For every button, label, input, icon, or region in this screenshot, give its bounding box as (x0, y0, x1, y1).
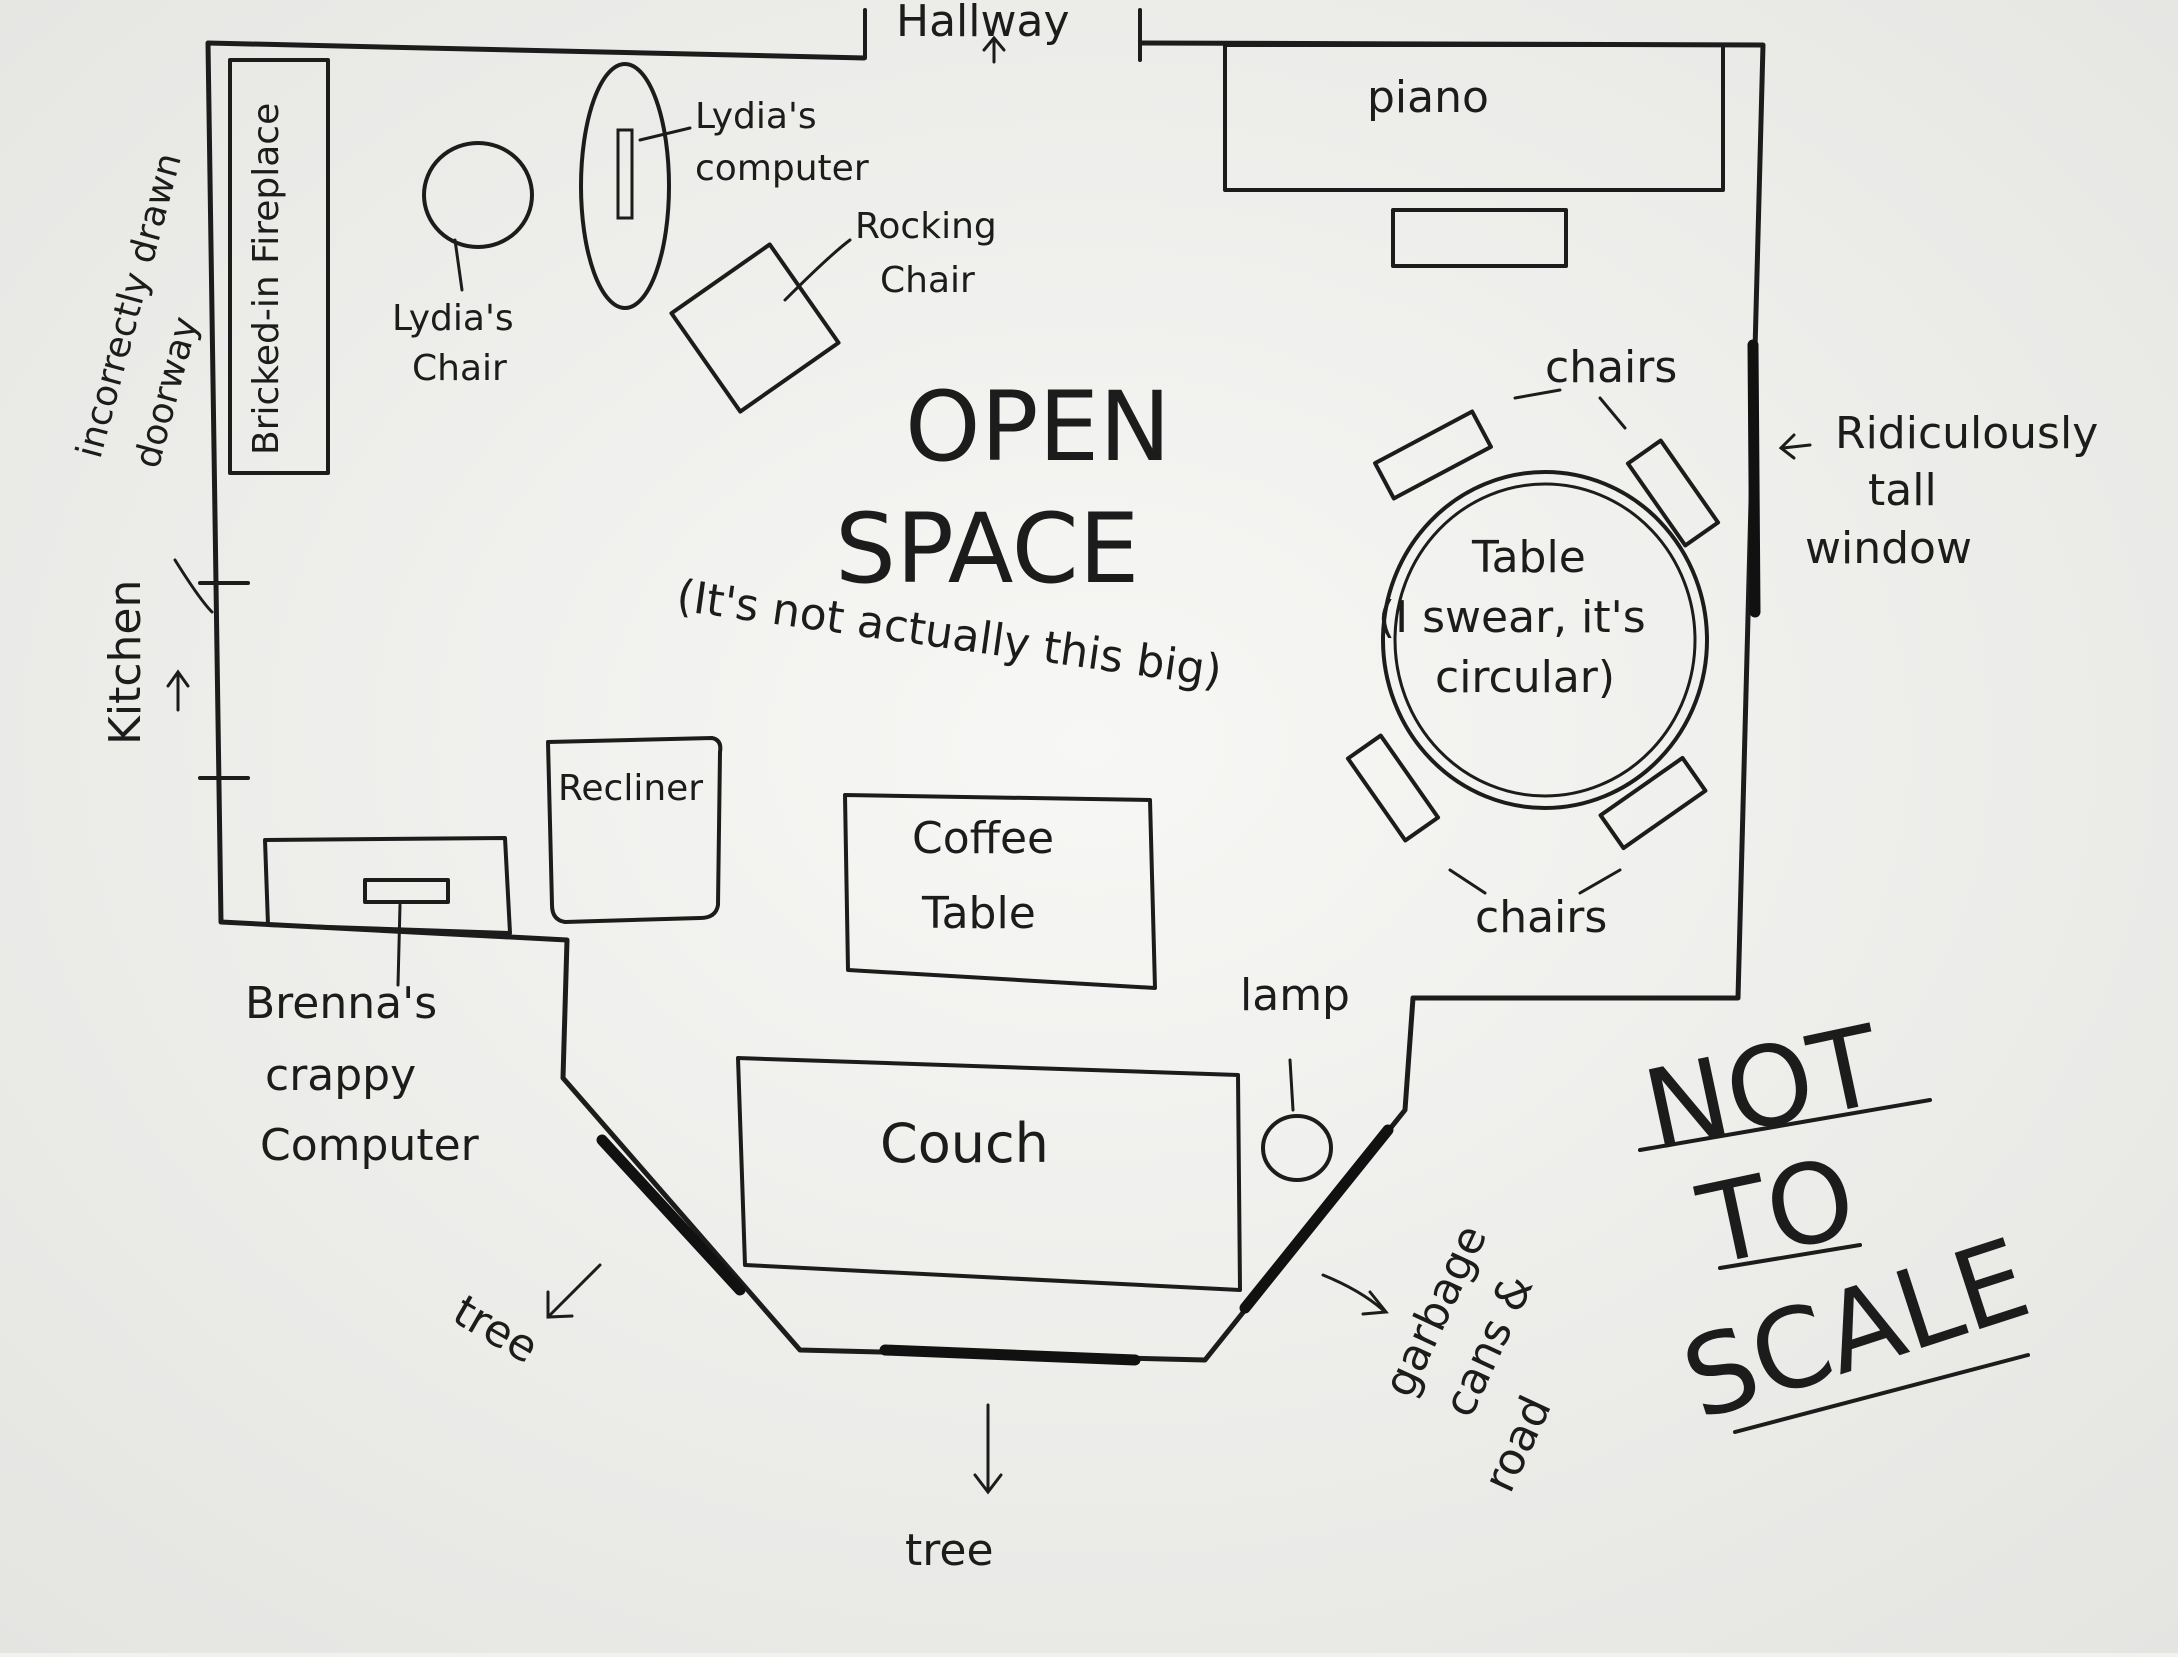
brennas-computer-label-1: Brenna's (245, 978, 437, 1029)
window-bay-left (596, 1134, 746, 1296)
window-bay-right (1239, 1124, 1394, 1314)
brennas-computer-label-3: Computer (260, 1120, 480, 1171)
lamp-label: lamp (1240, 970, 1350, 1021)
chairs-top-pointer-left (1513, 388, 1562, 400)
fireplace-label: Bricked-in Fireplace (246, 103, 287, 455)
rocking-chair-label-2: Chair (880, 260, 975, 301)
lamp-pointer (1288, 1058, 1295, 1112)
garbage-arrow-head (1361, 1290, 1389, 1316)
coffee-table (843, 793, 1157, 990)
dining-table (1381, 470, 1709, 810)
lydias-computer-label-1: Lydia's (695, 96, 817, 137)
tall-window (1747, 339, 1761, 618)
table-label-3: circular) (1435, 652, 1615, 703)
brennas-computer (363, 878, 450, 904)
fireplace (228, 58, 330, 475)
to-underline (1718, 1243, 1862, 1270)
lydias-computer-label-2: computer (695, 148, 869, 189)
couch-label: Couch (880, 1112, 1049, 1175)
lydias-computer (616, 128, 634, 220)
tree-left-arrow-stem (548, 1263, 602, 1317)
recliner (546, 736, 723, 924)
space-label: SPACE (835, 493, 1139, 605)
chairs-bottom-label: chairs (1475, 892, 1607, 943)
coffee-table-label-1: Coffee (912, 813, 1054, 864)
chairs-top-label: chairs (1545, 342, 1677, 393)
chairs-bottom-pointer-left (1448, 868, 1487, 895)
tall-window-label-2: tall (1868, 465, 1937, 516)
lydias-computer-desk (579, 62, 671, 310)
piano-bench (1391, 208, 1568, 268)
tall-window-pointer (1781, 443, 1812, 450)
lydias-chair-label-1: Lydia's (392, 298, 514, 339)
recliner-label: Recliner (558, 768, 703, 809)
tree-bottom-arrow-head (973, 1473, 1003, 1495)
table-label-1: Table (1471, 532, 1586, 583)
scale-underline (1733, 1353, 2030, 1434)
piano (1223, 43, 1725, 192)
to-label: TO (1688, 1133, 1866, 1290)
rocking-chair (669, 242, 841, 414)
piano-label: piano (1367, 72, 1489, 123)
brennas-computer-label-2: crappy (265, 1050, 416, 1101)
tall-window-arrow-head (1778, 433, 1796, 460)
lydias-chair-label-2: Chair (412, 348, 507, 389)
lydias-computer-pointer (638, 126, 692, 142)
rocking-chair-label-1: Rocking (855, 206, 997, 247)
open-label: OPEN (905, 371, 1171, 483)
chair-bottom-left (1345, 733, 1441, 843)
lydias-chair-pointer (453, 238, 464, 292)
chairs-top-pointer-right (1598, 396, 1627, 430)
incorrect-doorway-arrow (173, 558, 214, 614)
chair-top-left (1373, 409, 1493, 501)
chair-bottom-right (1598, 755, 1708, 851)
kitchen-arrow-head (166, 669, 190, 688)
tree-left-arrow-head (546, 1290, 574, 1319)
window-bay-bottom (879, 1344, 1141, 1366)
tall-window-label-3: window (1805, 523, 1972, 574)
lamp (1261, 1114, 1333, 1182)
chairs-bottom-pointer-right (1578, 868, 1622, 895)
hallway-label: Hallway (896, 0, 1070, 47)
kitchen-label: Kitchen (100, 580, 151, 745)
brennas-computer-desk (263, 836, 512, 935)
dining-table-rim (1393, 482, 1697, 798)
coffee-table-label-2: Table (921, 888, 1036, 939)
rocking-chair-pointer (783, 238, 852, 302)
chair-top-right (1625, 438, 1721, 548)
couch (736, 1056, 1242, 1292)
garbage-arrow-stem (1321, 1273, 1385, 1312)
not-underline (1638, 1098, 1932, 1152)
tree-bottom-label: tree (905, 1525, 994, 1576)
hallway-arrow-head (982, 35, 1006, 52)
table-label-2: (I swear, it's (1378, 592, 1646, 643)
tall-window-label-1: Ridiculously (1835, 408, 2098, 459)
lydias-chair (422, 141, 534, 249)
brennas-computer-pointer (396, 903, 402, 987)
